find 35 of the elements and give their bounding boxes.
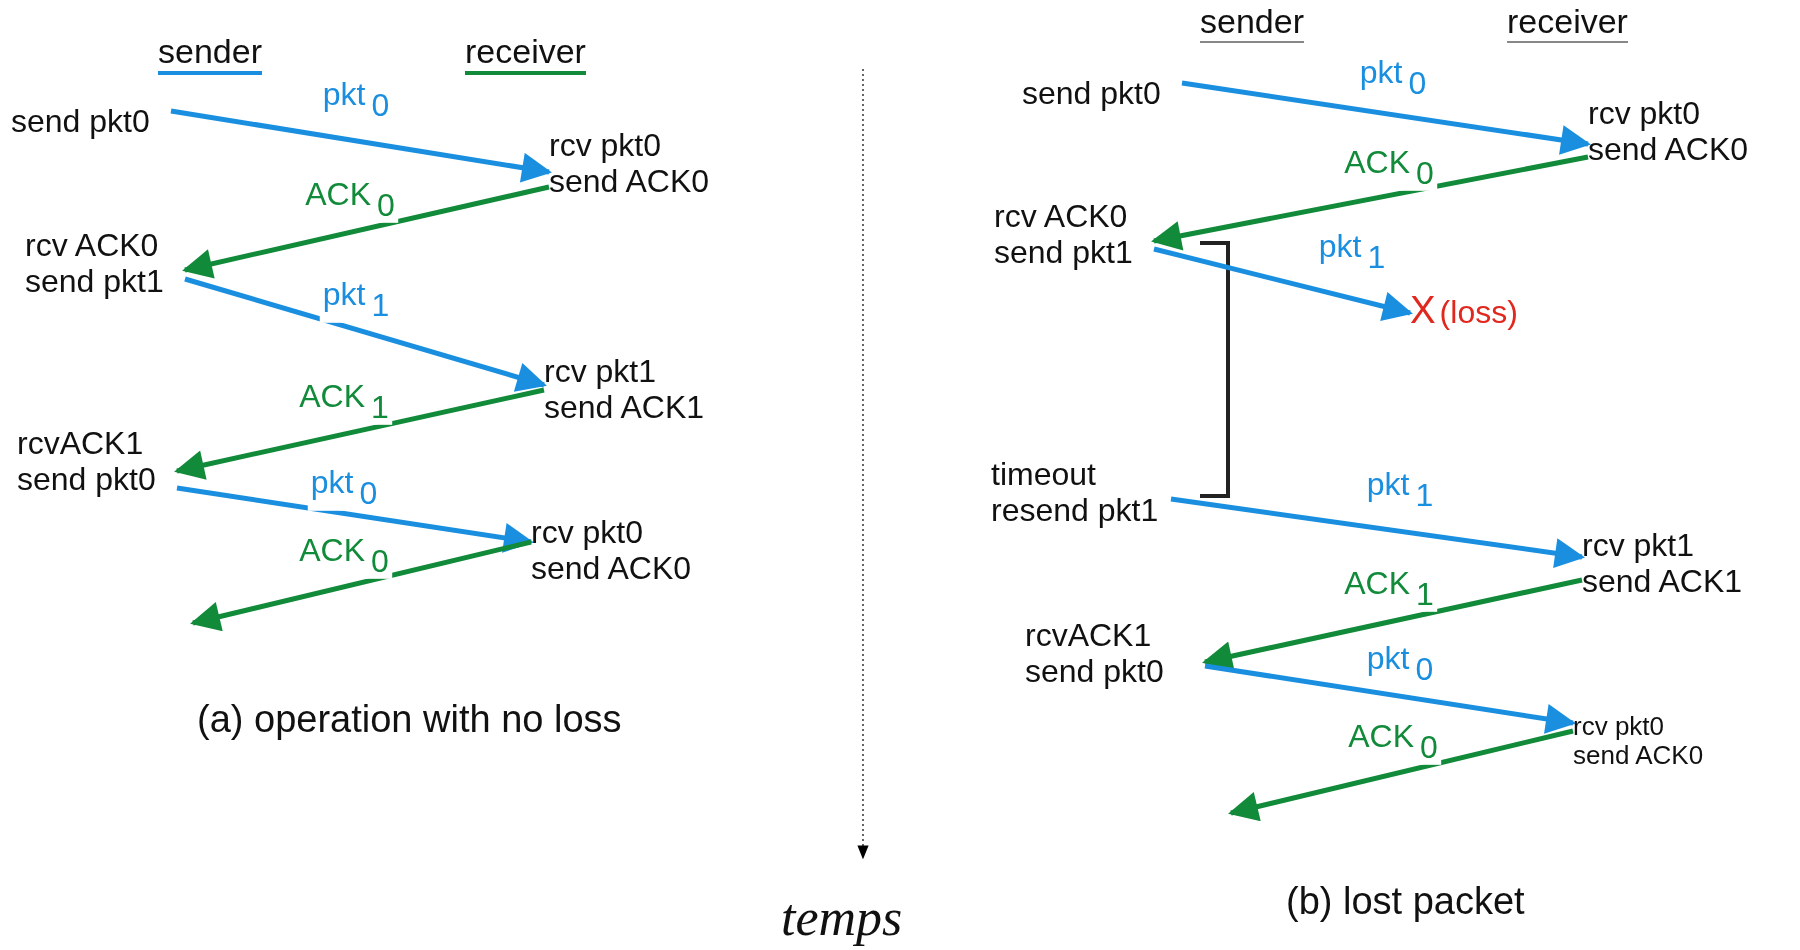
event-label: rcv pkt0 send ACK0 <box>549 128 711 200</box>
event-label: send pkt0 <box>1022 76 1161 112</box>
column-header: sender <box>1200 2 1304 44</box>
arrow <box>190 539 532 632</box>
loss-mark: X <box>1410 288 1436 331</box>
column-header: sender <box>158 32 262 76</box>
event-label: rcv ACK0 send pkt1 <box>25 228 165 300</box>
event-label: timeout resend pkt1 <box>991 457 1160 529</box>
axis-label: temps <box>781 888 903 948</box>
arrow <box>1202 577 1583 671</box>
event-label: rcv pkt1 send ACK1 <box>1582 528 1744 600</box>
arrow <box>1228 728 1574 822</box>
column-header: receiver <box>1507 2 1628 44</box>
arrow <box>170 108 552 183</box>
arrow <box>184 276 547 392</box>
event-label: rcv pkt0 send ACK0 <box>1573 712 1705 771</box>
caption: (b) lost packet <box>1286 880 1525 924</box>
event-label: rcvACK1 send pkt0 <box>1025 618 1165 690</box>
arrow <box>1170 496 1585 569</box>
arrow <box>182 184 550 279</box>
column-header: receiver <box>465 32 586 76</box>
arrow <box>1151 154 1589 251</box>
loss-label: (loss) <box>1439 295 1518 331</box>
arrow <box>174 387 545 480</box>
event-label: rcvACK1 send pkt0 <box>17 426 157 498</box>
arrow <box>1181 80 1591 155</box>
event-label: send pkt0 <box>11 104 150 140</box>
event-label: rcv pkt0 send ACK0 <box>531 515 693 587</box>
event-label: rcv ACK0 send pkt1 <box>994 199 1134 271</box>
caption: (a) operation with no loss <box>197 698 622 742</box>
arrow <box>1153 246 1413 321</box>
event-label: rcv pkt1 send ACK1 <box>544 354 706 426</box>
arrow <box>176 485 534 553</box>
event-label: rcv pkt0 send ACK0 <box>1588 96 1750 168</box>
arrow <box>1204 663 1576 734</box>
